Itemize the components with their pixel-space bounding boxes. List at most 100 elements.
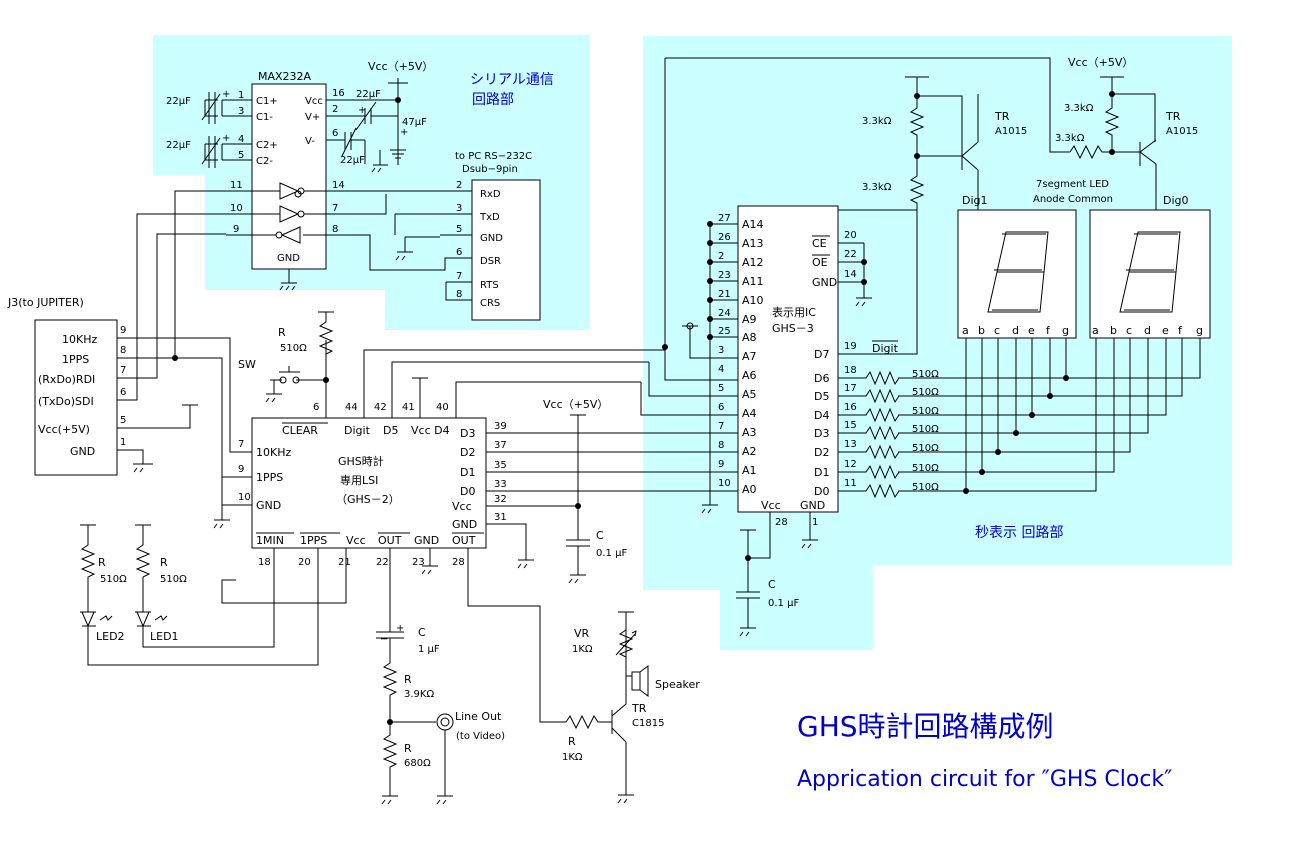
ghs2-left-num: 10	[238, 492, 251, 503]
c-out-2: 1 μF	[418, 644, 440, 655]
max232-chip: MAX232A GND 1C1+3C1-4C2+5C2- 16Vcc2V+6V-…	[226, 70, 350, 291]
max232-pin-label: Vcc	[305, 96, 323, 107]
max232-name: MAX232A	[258, 70, 312, 83]
c-ghs3-1: C	[768, 578, 776, 591]
ghs3-pin28: 28	[775, 517, 788, 528]
max232-io-9: 9	[233, 224, 239, 235]
tr-1-part: A1015	[995, 126, 1027, 137]
r39-2: 3.9KΩ	[404, 689, 434, 700]
ghs3-left-num: 26	[718, 232, 731, 243]
ghs3-left-num: 21	[718, 289, 731, 300]
ghs2-right-num: 31	[494, 512, 507, 523]
dsub-pin-num: 7	[456, 271, 462, 282]
ghs3-right-label: D7	[814, 348, 829, 361]
ghs2-right-label: Vcc	[452, 500, 472, 513]
svg-text:+: +	[396, 623, 404, 634]
ghs3-name-1: 表示用IC	[772, 305, 816, 319]
ghs2-pin41: 41	[402, 402, 415, 413]
ghs3-right-num: 15	[844, 420, 857, 431]
ghs2-name-3: （GHS－2）	[336, 493, 400, 506]
tr-1: TR	[994, 110, 1010, 123]
dsub-pin-num: 3	[456, 203, 462, 214]
segment-label: a	[1092, 324, 1099, 337]
ghs2-pin44: 44	[345, 402, 358, 413]
r-sw-label-2: 510Ω	[280, 343, 307, 354]
max232-capacitors: 22μF 22μF ++ Vcc（+5V） 22μF 47μF 22μF ++	[166, 60, 433, 173]
segment-label: b	[1110, 324, 1117, 337]
res-label-2: 3.3kΩ	[862, 182, 892, 193]
c-mid-1: C	[596, 529, 604, 542]
cap-label-5: 22μF	[340, 155, 365, 166]
ghs2-right-label: D1	[460, 466, 475, 479]
max232-pin-num: 3	[238, 106, 244, 117]
ghs2-bottom-num: 22	[376, 557, 389, 568]
segment-resistor-label: 510Ω	[912, 387, 939, 398]
ghs3-right-num: 18	[844, 365, 857, 376]
seconds-region-label: 秒表示 回路部	[975, 525, 1063, 541]
ghs3-name-2: GHS－3	[772, 322, 814, 335]
ghs2-bottom-label: 1MIN	[256, 534, 284, 547]
ghs3-left-label: A8	[742, 331, 757, 344]
j3-pin-num: 7	[120, 365, 126, 376]
title-en: Apprication circuit for ″GHS Clock″	[797, 767, 1172, 792]
segment-label: e	[1028, 324, 1035, 337]
dsub-pin-label: GND	[480, 233, 503, 244]
ghs2-left-num: 9	[238, 464, 244, 475]
ghs2-pin6: 6	[313, 402, 319, 413]
ghs3-left-num: 6	[718, 402, 724, 413]
max-vcc-label: Vcc（+5V）	[368, 60, 433, 73]
ghs3-left-label: A7	[742, 350, 757, 363]
j3-pin-label: (TxDo)SDI	[38, 395, 94, 408]
ghs2-left-num: 7	[238, 439, 244, 450]
max232-pin-label: V+	[305, 112, 320, 123]
dsub-pin-num: 8	[456, 289, 462, 300]
ghs2-left-label: GND	[256, 499, 281, 512]
ghs3-right-num: 16	[844, 402, 857, 413]
j3-pin-label: 10KHz	[62, 333, 97, 346]
segment-label: c	[994, 324, 1000, 337]
ghs2-bottom-num: 21	[338, 557, 351, 568]
max232-io-10: 10	[230, 203, 243, 214]
j3-pin-label: (RxDo)RDI	[38, 373, 95, 386]
display-box	[1089, 209, 1211, 339]
tr-c1815-1: TR	[631, 702, 647, 715]
dsub-pin-num: 2	[456, 180, 462, 191]
serial-region-label-2: 回路部	[472, 92, 514, 108]
dig-vcc-label: Vcc（+5V）	[1068, 56, 1133, 69]
ghs3-left-num: 9	[718, 459, 724, 470]
dig0-label: Dig0	[1163, 194, 1189, 207]
r-sw-label-1: R	[278, 326, 286, 339]
cap-label-1: 22μF	[166, 96, 191, 107]
dsub-pin-num: 5	[456, 224, 462, 235]
led1-r-1: R	[160, 556, 168, 569]
ghs2-right-num: 33	[494, 479, 507, 490]
max232-pin-label: C1+	[256, 96, 278, 107]
max232-pin-num: 1	[238, 90, 244, 101]
j3-pin-num: 1	[120, 437, 126, 448]
ghs3-left-label: A0	[742, 483, 757, 496]
tr-2: TR	[1165, 110, 1181, 123]
svg-text:−: −	[380, 634, 388, 645]
ghs3-left-num: 5	[718, 383, 724, 394]
max232-pin-num: 4	[238, 134, 244, 145]
serial-region-label: シリアル通信	[470, 72, 554, 88]
max232-pin-num: 5	[238, 150, 244, 161]
ghs2-right-num: 32	[494, 494, 507, 505]
ghs2-left-label: 10KHz	[256, 446, 291, 459]
segment-label: d	[1144, 324, 1151, 337]
ghs2-top-vccd4: Vcc D4	[411, 424, 450, 437]
dsub-pin-label: RxD	[480, 189, 501, 200]
r680-1: R	[404, 742, 412, 755]
display-title-2: Anode Common	[1033, 194, 1113, 205]
ghs3-left-label: A4	[742, 407, 757, 420]
j3-pin-num: 9	[120, 325, 126, 336]
led1-name: LED1	[150, 630, 179, 643]
ghs3-left-num: 24	[718, 308, 731, 319]
ghs3-left-num: 3	[718, 345, 724, 356]
ghs3-left-label: A12	[742, 256, 764, 269]
segment-label: f	[1046, 324, 1051, 337]
led2-r-2: 510Ω	[100, 574, 127, 585]
line-out-2: (to Video)	[456, 731, 505, 742]
ghs3-right-label: D0	[814, 485, 829, 498]
